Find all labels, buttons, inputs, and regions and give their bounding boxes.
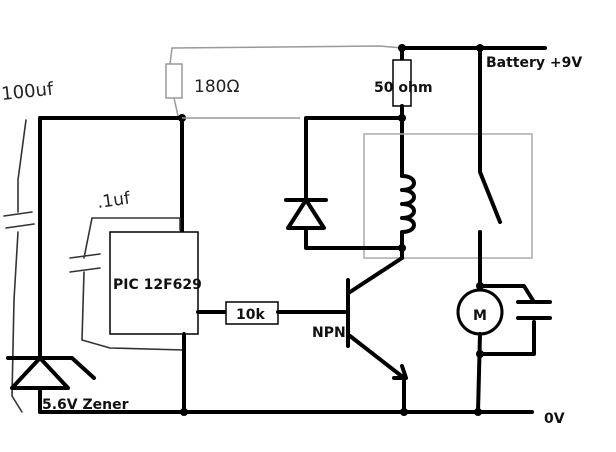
resistor-180 (165, 63, 183, 99)
cap-100uf-sketch (3, 119, 35, 413)
ground-label: 0V (544, 411, 565, 427)
cap-01uf-sketch (69, 217, 185, 351)
cap-100uf-label: 100uf (0, 79, 55, 105)
switch-lever (478, 170, 502, 224)
diode-branch-wire (304, 116, 404, 250)
node-coil-bottom (398, 244, 406, 252)
node-motor-bottom (476, 350, 484, 358)
pic-chip-label: PIC 12F629 (113, 277, 202, 293)
diode-triangle (286, 198, 326, 230)
battery-label: Battery +9V (486, 55, 582, 71)
cap-01uf-label: .1uf (96, 188, 132, 213)
motor-cap-plates (516, 300, 552, 320)
node-motor-top (476, 282, 484, 290)
resistor-180-lead (173, 97, 179, 117)
zener-bar (6, 356, 96, 380)
npn-emitter (348, 334, 406, 380)
relay-coil (400, 174, 416, 260)
npn-collector (348, 256, 404, 294)
zener-triangle (10, 356, 70, 390)
motor-cap-wire (478, 284, 536, 356)
relay-box (363, 133, 533, 259)
resistor-180-label: 180Ω (194, 77, 239, 97)
pic-chip-body (109, 231, 199, 335)
zener-label: 5.6V Zener (42, 397, 129, 413)
motor-to-ground (476, 332, 482, 414)
resistor-10k-label: 10k (236, 307, 265, 323)
npn-label: NPN (312, 325, 346, 341)
resistor-50-label: 50 ohm (374, 80, 433, 96)
motor-label: M (473, 308, 487, 324)
node-ground-pic (180, 408, 188, 416)
top-rail-thin (169, 45, 403, 65)
